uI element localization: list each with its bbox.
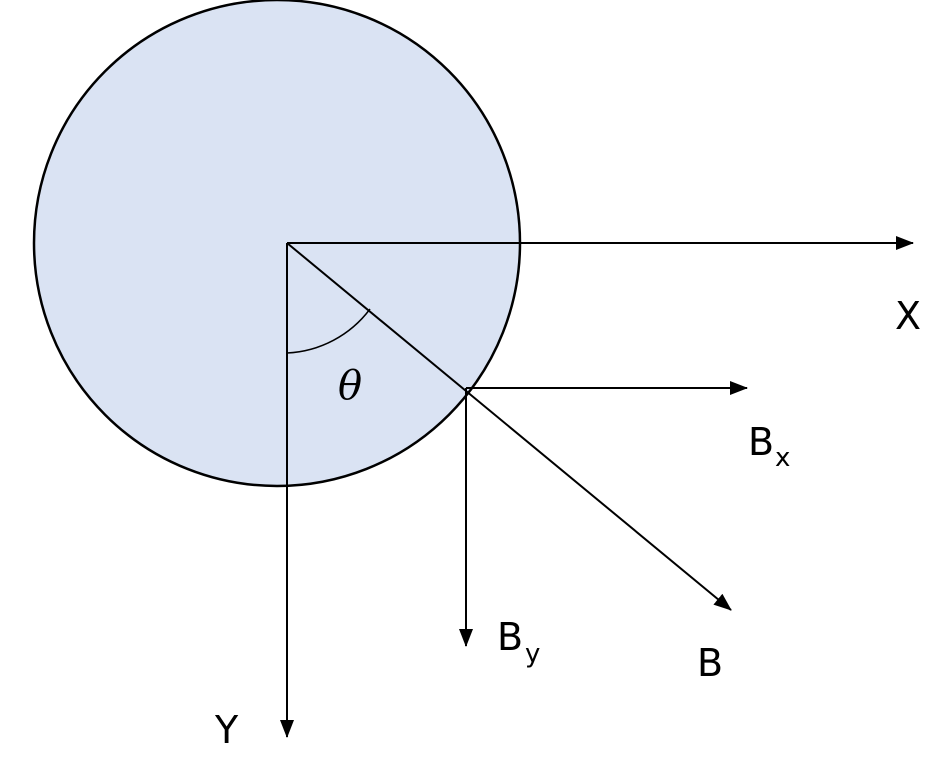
by-label: B y bbox=[497, 615, 540, 669]
y-axis-label: Y bbox=[214, 708, 239, 752]
angle-arc bbox=[286, 308, 371, 354]
b-vector-label: B bbox=[697, 641, 723, 685]
bx-label-main: B bbox=[748, 420, 774, 464]
b-vector-arrow bbox=[286, 242, 732, 611]
x-axis-label: X bbox=[895, 294, 921, 338]
bx-label-subscript: x bbox=[775, 443, 790, 473]
bx-label: B x bbox=[748, 420, 790, 473]
by-label-subscript: y bbox=[525, 639, 540, 669]
angle-label: θ bbox=[338, 363, 362, 409]
by-label-main: B bbox=[497, 615, 523, 659]
